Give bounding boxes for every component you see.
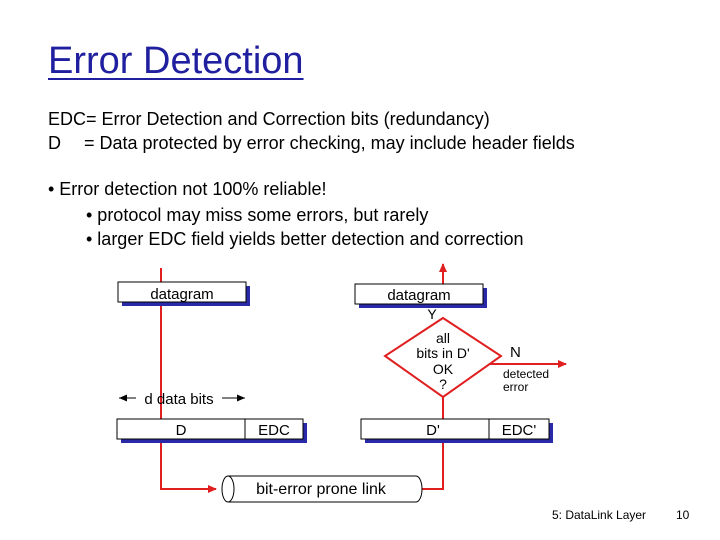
edc-prime-field-label: EDC' — [502, 422, 537, 439]
d-field-label: D — [176, 422, 187, 439]
bullet-sub-1: • protocol may miss some errors, but rar… — [86, 205, 429, 225]
bullet-main: • Error detection not 100% reliable! — [48, 179, 327, 199]
edc-field-label: EDC — [258, 422, 290, 439]
d-prime-field-label: D' — [426, 422, 440, 439]
page-number: 10 — [676, 508, 690, 522]
link-label: bit-error prone link — [256, 481, 387, 498]
decision-diamond: all bits in D' OK ? — [383, 316, 503, 399]
slide-title: Error Detection — [48, 40, 304, 82]
detected-label: detected — [503, 367, 549, 381]
decision-line-4: ? — [439, 376, 447, 392]
decision-line-3: OK — [433, 361, 454, 377]
edc-definition: EDC= Error Detection and Correction bits… — [48, 109, 490, 129]
bullet-sub-2: • larger EDC field yields better detecti… — [86, 229, 524, 249]
sender-flow-arrow — [160, 268, 217, 493]
receiver-datagram-label: datagram — [387, 287, 450, 304]
decision-line-1: all — [436, 330, 450, 346]
receiver-frame-box: D' EDC' — [360, 418, 553, 443]
decision-line-2: bits in D' — [416, 345, 469, 361]
error-label: error — [503, 380, 528, 394]
d-definition-text: = Data protected by error checking, may … — [84, 133, 575, 153]
no-label: N — [510, 344, 521, 361]
d-data-bits-label: d data bits — [144, 391, 213, 408]
footer-section: 5: DataLink Layer — [552, 508, 647, 522]
bit-error-link: bit-error prone link — [221, 475, 423, 503]
sender-datagram-box: datagram — [117, 281, 250, 306]
sender-frame-box: D EDC — [116, 418, 307, 443]
d-definition: D = Data protected by error checking, may… — [48, 133, 575, 154]
d-symbol: D — [48, 133, 61, 153]
receiver-datagram-box: datagram — [354, 283, 487, 308]
sender-datagram-label: datagram — [150, 286, 213, 303]
yes-label: Y — [427, 306, 437, 322]
